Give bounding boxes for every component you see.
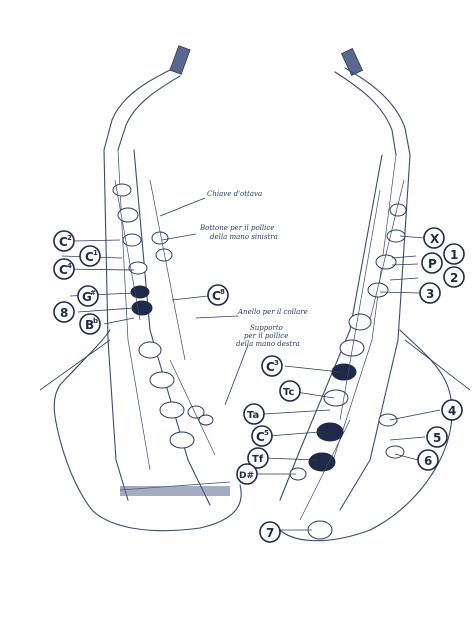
right-thumb-label-line1: Supporto xyxy=(250,324,283,332)
key-p-badge: P xyxy=(421,252,443,274)
svg-text:8: 8 xyxy=(60,306,68,320)
svg-text:C: C xyxy=(85,250,94,264)
left-bow-guard xyxy=(120,486,230,496)
neck-ring-label: Anello per il collare xyxy=(237,308,308,316)
svg-text:2: 2 xyxy=(67,234,72,242)
svg-text:B: B xyxy=(85,318,94,332)
svg-text:P: P xyxy=(428,257,437,271)
right-neck-upper xyxy=(344,67,411,156)
right-bell xyxy=(274,329,453,542)
svg-text:8: 8 xyxy=(220,288,225,296)
number-2-badge: 2 xyxy=(443,266,465,288)
svg-text:1: 1 xyxy=(450,248,458,262)
key-b-flat-badge: B b xyxy=(79,313,101,335)
right-key-cups xyxy=(289,203,407,540)
svg-text:7: 7 xyxy=(266,526,274,540)
svg-text:C: C xyxy=(266,360,275,374)
key-x-badge: X xyxy=(423,227,445,249)
svg-text:C: C xyxy=(212,289,221,303)
number-1-badge: 1 xyxy=(443,243,465,265)
svg-text:2: 2 xyxy=(450,271,458,285)
right-thumb-label-line3: della mano destra xyxy=(236,340,300,348)
number-4-badge: 4 xyxy=(441,399,463,421)
svg-text:#: # xyxy=(90,289,96,297)
svg-text:Tf: Tf xyxy=(252,454,264,465)
right-bell-leader xyxy=(404,339,471,391)
key-tf-badge: Tf xyxy=(247,447,269,469)
key-tc-badge: Tc xyxy=(279,380,301,402)
svg-text:Tc: Tc xyxy=(283,387,294,398)
number-5-badge: 5 xyxy=(426,426,448,448)
right-thumb-label-line2: per il pollice xyxy=(244,332,288,340)
right-neck-cork xyxy=(340,48,364,76)
key-7-badge: 7 xyxy=(259,521,281,543)
left-body-back xyxy=(133,149,211,506)
svg-text:4: 4 xyxy=(448,404,456,418)
left-neck-cork xyxy=(169,45,191,75)
right-body-back xyxy=(339,154,411,511)
left-bell xyxy=(53,329,242,532)
svg-text:3: 3 xyxy=(274,359,279,367)
left-key-cups xyxy=(112,183,214,449)
svg-text:4: 4 xyxy=(67,262,72,270)
svg-text:X: X xyxy=(430,232,440,246)
left-thumb-label-line2: della mano sinistra xyxy=(210,233,278,241)
right-neck-lower xyxy=(334,71,397,156)
key-d-sharp-badge: D# xyxy=(236,463,258,485)
svg-text:5: 5 xyxy=(264,429,269,437)
left-bell-leader xyxy=(39,339,111,391)
right-body-seam xyxy=(329,154,397,471)
svg-text:b: b xyxy=(93,317,98,325)
key-c4-badge: C 4 xyxy=(53,258,75,280)
number-3-badge: 3 xyxy=(419,282,441,304)
number-6-badge: 6 xyxy=(417,449,439,471)
key-ta-badge: Ta xyxy=(243,403,265,425)
key-c2-badge: C 2 xyxy=(53,230,75,252)
left-thumb-label-line1: Bottone per il pollice xyxy=(199,224,274,232)
right-saxophone xyxy=(274,48,471,542)
svg-text:1: 1 xyxy=(93,249,98,257)
svg-text:Ta: Ta xyxy=(247,410,259,421)
key-c3-badge: C 3 xyxy=(261,355,283,377)
svg-text:3: 3 xyxy=(426,287,434,301)
left-saxophone xyxy=(39,45,242,532)
svg-text:5: 5 xyxy=(433,431,441,445)
octave-key-label: Chiave d'ottava xyxy=(207,190,262,198)
svg-text:C: C xyxy=(256,430,265,444)
left-body-front xyxy=(103,149,129,501)
svg-text:C: C xyxy=(59,263,68,277)
svg-text:G: G xyxy=(82,290,92,304)
key-c1-badge: C 1 xyxy=(79,245,101,267)
key-c8-badge: C 8 xyxy=(207,284,229,306)
key-g-sharp-badge: G # xyxy=(77,285,99,307)
left-neck-upper xyxy=(103,69,171,151)
key-8-badge: 8 xyxy=(53,301,75,323)
svg-text:6: 6 xyxy=(424,454,432,468)
right-leaders xyxy=(252,235,441,531)
svg-text:D#: D# xyxy=(239,471,254,481)
left-neck-lower xyxy=(117,75,181,151)
key-c5-badge: C 5 xyxy=(251,425,273,447)
svg-text:C: C xyxy=(59,235,68,249)
